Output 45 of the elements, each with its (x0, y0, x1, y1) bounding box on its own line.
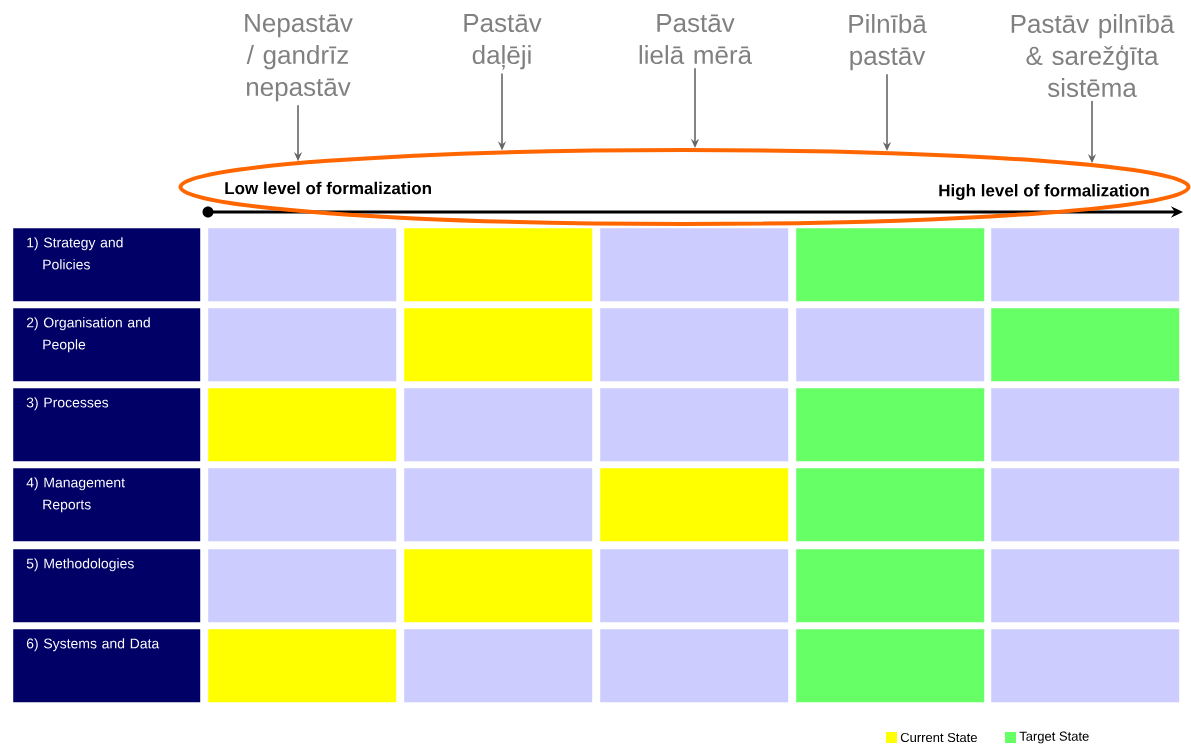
grid-cell (208, 549, 397, 623)
grid-cell (600, 468, 789, 542)
grid-cell (796, 629, 985, 703)
grid-cell (208, 228, 397, 302)
column-heading: Pastāv pilnībā & sarežģīta sistēma (1011, 14, 1175, 98)
column-heading: Pilnībā pastāv (849, 14, 927, 71)
row-heading: 2) Organisation and People (13, 308, 201, 382)
grid-cell (796, 388, 985, 462)
grid-cell (404, 228, 593, 302)
grid-cell (208, 629, 397, 703)
grid-cell (208, 468, 397, 542)
axis-label: Low level of formalization (225, 181, 431, 195)
row-heading: 6) Systems and Data (13, 629, 201, 703)
grid-cell (600, 308, 789, 382)
grid-cell (796, 549, 985, 623)
grid-cell (991, 228, 1180, 302)
grid-cell (404, 549, 593, 623)
grid-cell (991, 629, 1180, 703)
grid-cell (404, 629, 593, 703)
row-heading: 5) Methodologies (13, 549, 201, 623)
legend-label: Current State (900, 732, 977, 743)
grid-cell (991, 308, 1180, 382)
grid-cell (991, 468, 1180, 542)
grid-cell (796, 308, 985, 382)
grid-cell (404, 308, 593, 382)
legend-label: Target State (1019, 731, 1089, 744)
grid-cell (991, 388, 1180, 462)
grid-cell (600, 228, 789, 302)
row-heading: 4) Management Reports (13, 468, 201, 542)
column-heading: Pastāv daļēji (464, 14, 542, 70)
grid-cell (796, 228, 985, 302)
grid-cell (796, 468, 985, 542)
grid-cell (600, 549, 789, 623)
grid-cell (991, 549, 1180, 623)
row-heading: 1) Strategy and Policies (13, 228, 201, 302)
column-heading: Pastāv lielā mērā (639, 14, 753, 65)
row-heading: 3) Processes (13, 388, 201, 462)
grid-cell (208, 388, 397, 462)
grid-cell (600, 388, 789, 462)
grid-cell (600, 629, 789, 703)
column-heading: Nepastāv / gandrīz nepastāv (245, 14, 353, 102)
grid-cell (404, 468, 593, 542)
grid-cell (208, 308, 397, 382)
axis-label: High level of formalization (939, 184, 1149, 200)
grid-cell (404, 388, 593, 462)
